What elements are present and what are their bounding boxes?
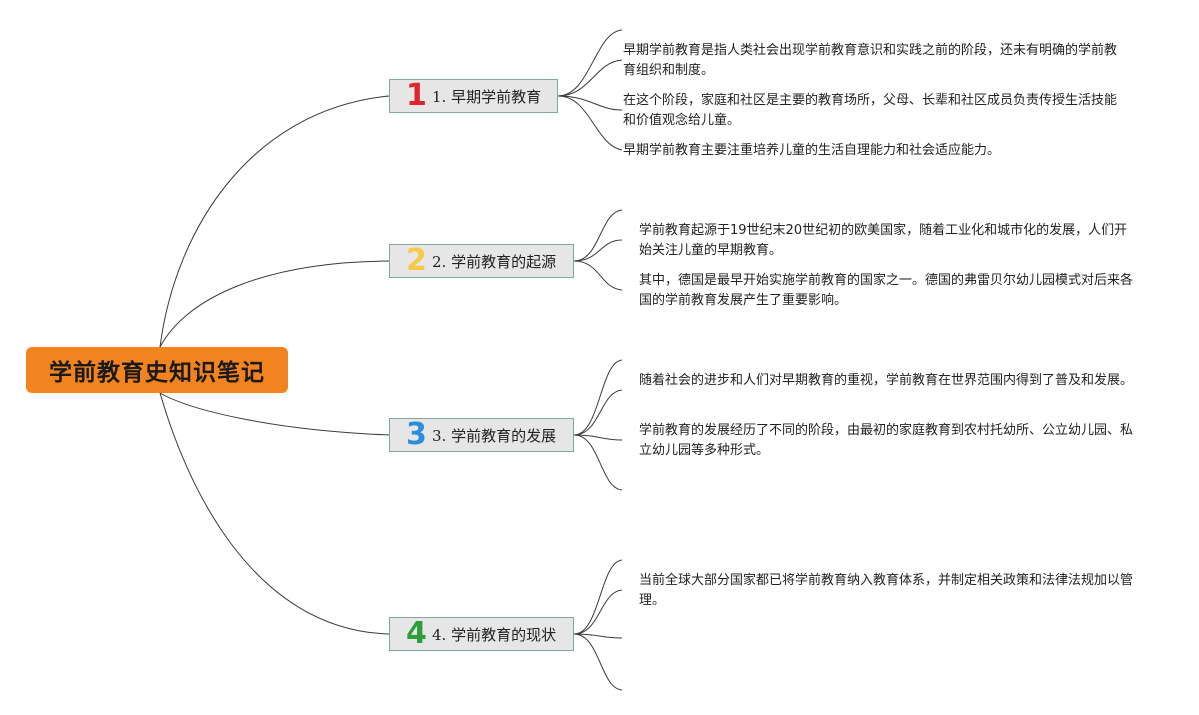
connector-root-branch-4 <box>159 392 390 635</box>
connector-b1-note-2 <box>557 95 623 111</box>
number-4-icon: 4 <box>406 616 427 651</box>
branch-2-note-2: 其中，德国是最早开始实施学前教育的国家之一。德国的弗雷贝尔幼儿园模式对后来各国的… <box>639 273 1134 308</box>
branch-2[interactable]: 2 2. 学前教育的起源 <box>389 244 574 278</box>
number-2-icon: 2 <box>406 243 427 278</box>
branch-1-label: 1. 早期学前教育 <box>432 87 542 106</box>
branch-3-note-1: 随着社会的进步和人们对早期教育的重视，学前教育在世界范围内得到了普及和发展。 <box>639 373 1134 388</box>
branch-4-label: 4. 学前教育的现状 <box>432 625 557 644</box>
branch-2-label: 2. 学前教育的起源 <box>432 252 557 271</box>
connector-b3-note-1b <box>573 389 623 436</box>
connector-b3-note-2 <box>573 434 623 441</box>
branch-3[interactable]: 3 3. 学前教育的发展 <box>389 418 574 452</box>
branch-1[interactable]: 1 1. 早期学前教育 <box>389 79 558 113</box>
connector-b1-note-1 <box>557 29 623 97</box>
connector-b3-note-2b <box>573 434 623 491</box>
connector-b4-note-2 <box>573 633 623 639</box>
branch-4-note-1: 当前全球大部分国家都已将学前教育纳入教育体系，并制定相关政策和法律法规加以管理。 <box>639 573 1134 608</box>
connector-root-branch-1 <box>159 95 390 348</box>
branch-1-note-2: 在这个阶段，家庭和社区是主要的教育场所，父母、长辈和社区成员负责传授生活技能和价… <box>623 93 1118 128</box>
number-1-icon: 1 <box>406 78 427 113</box>
connector-b2-note-1 <box>573 209 623 262</box>
root-topic[interactable]: 学前教育史知识笔记 <box>26 347 288 393</box>
connector-b2-note-1b <box>573 239 623 262</box>
branch-3-label: 3. 学前教育的发展 <box>432 426 557 445</box>
connector-b3-note-1 <box>573 359 623 436</box>
connector-root-branch-2 <box>159 260 390 348</box>
connector-b4-note-1b <box>573 589 623 635</box>
connector-b2-note-2 <box>573 260 623 291</box>
connector-b4-note-1 <box>573 559 623 635</box>
number-3-icon: 3 <box>406 417 427 452</box>
connector-b1-note-3 <box>557 95 623 151</box>
connector-b1-note-1b <box>557 59 623 97</box>
connector-root-branch-3 <box>159 392 390 436</box>
branch-3-note-2: 学前教育的发展经历了不同的阶段，由最初的家庭教育到农村托幼所、公立幼儿园、私立幼… <box>639 423 1134 458</box>
branch-1-note-3: 早期学前教育主要注重培养儿童的生活自理能力和社会适应能力。 <box>623 143 1001 158</box>
branch-4[interactable]: 4 4. 学前教育的现状 <box>389 617 574 651</box>
branch-2-note-1: 学前教育起源于19世纪末20世纪初的欧美国家，随着工业化和城市化的发展，人们开始… <box>639 223 1128 258</box>
branch-1-note-1: 早期学前教育是指人类社会出现学前教育意识和实践之前的阶段，还未有明确的学前教育组… <box>623 43 1118 78</box>
connector-b4-note-3 <box>573 633 623 691</box>
root-title: 学前教育史知识笔记 <box>49 360 265 386</box>
